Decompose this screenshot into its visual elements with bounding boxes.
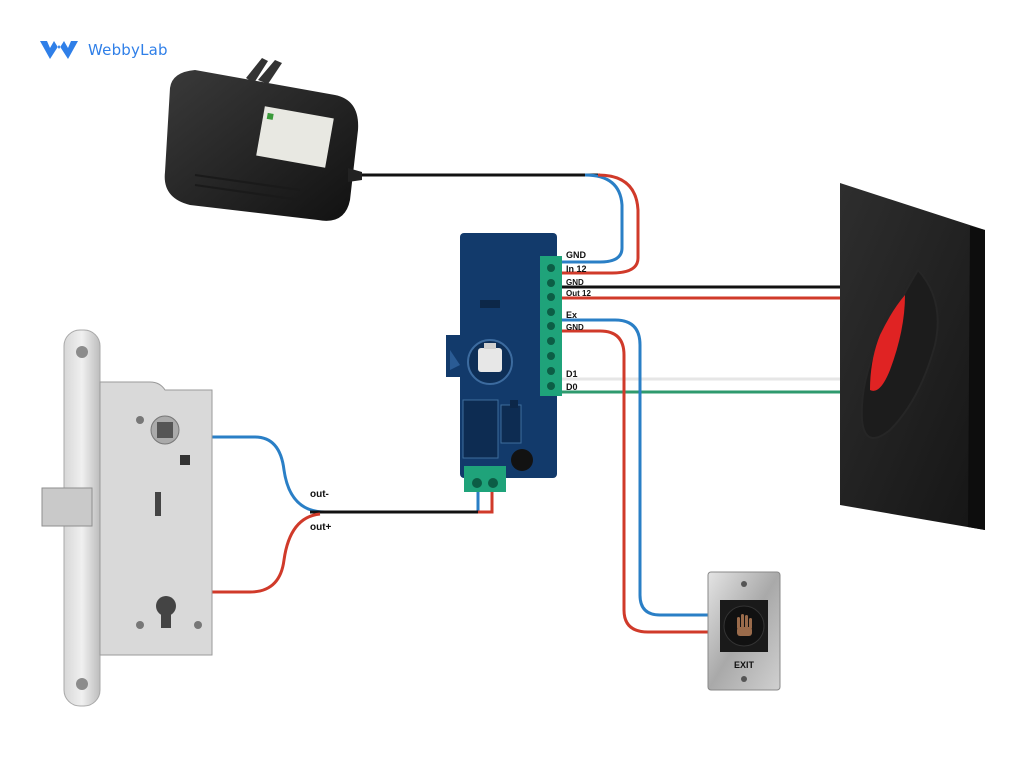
- wire-lock-plus: [212, 512, 321, 594]
- hand-icon: [737, 614, 752, 636]
- relay: [462, 399, 499, 459]
- label-d0: D0: [566, 382, 578, 392]
- latch-bolt: [41, 487, 93, 527]
- webbylab-logo-icon: [40, 41, 78, 59]
- reader-led-indicator: [870, 295, 905, 391]
- door-lock: [41, 329, 213, 707]
- exit-button: EXIT: [707, 571, 781, 691]
- wire-lock-plus-up: [478, 488, 494, 514]
- controller-board: [446, 233, 562, 492]
- brand-name: WebbyLab: [88, 41, 168, 59]
- exit-label: EXIT: [734, 660, 755, 670]
- label-out-minus: out-: [310, 489, 329, 500]
- wires: [212, 173, 840, 634]
- power-adapter: [164, 58, 362, 221]
- label-out-plus: out+: [310, 522, 332, 533]
- adapter-label-sticker: [256, 106, 334, 168]
- brand: WebbyLab: [38, 36, 168, 64]
- lock-output-terminal: [464, 466, 506, 492]
- label-out12: Out 12: [566, 289, 591, 298]
- label-gnd-top: GND: [566, 250, 587, 260]
- label-gnd-mid: GND: [566, 278, 584, 287]
- label-d1: D1: [566, 369, 578, 379]
- wire-power-gnd: [560, 173, 624, 264]
- label-in12: In 12: [566, 264, 587, 274]
- label-gnd-ex: GND: [566, 323, 584, 332]
- wire-lock-minus: [212, 435, 480, 514]
- wire-exit-gnd: [560, 329, 712, 634]
- controller-labels: GND In 12 GND Out 12 Ex GND D1 D0: [566, 250, 591, 392]
- wire-exit-ex: [560, 318, 712, 617]
- rfid-reader: [840, 183, 985, 530]
- label-ex: Ex: [566, 310, 577, 320]
- wire-power-in12: [560, 173, 640, 275]
- buzzer: [511, 449, 533, 471]
